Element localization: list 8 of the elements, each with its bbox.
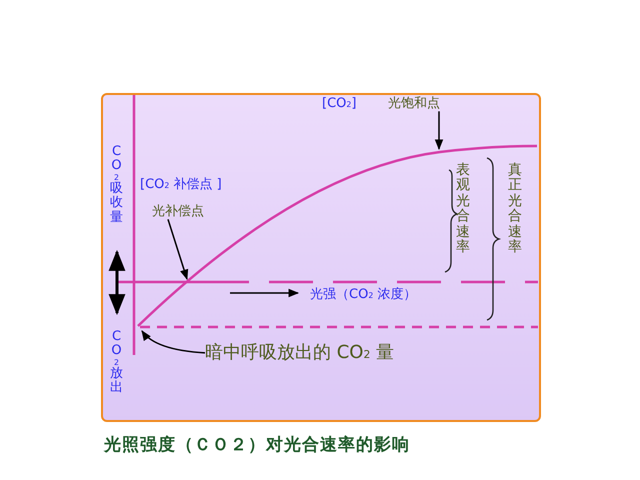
annotation-label: 光补偿点 (152, 205, 204, 220)
annotation-label: 光饱和点 (388, 97, 440, 112)
brace-label: 表观光合速率 (456, 163, 470, 256)
leader-line (141, 330, 206, 354)
leader-line (167, 219, 188, 280)
caption: 光照强度（ＣＯ２）对光合速率的影响 (104, 436, 410, 455)
leader-line (434, 111, 444, 150)
brace-label: 真正光合速率 (508, 163, 522, 256)
